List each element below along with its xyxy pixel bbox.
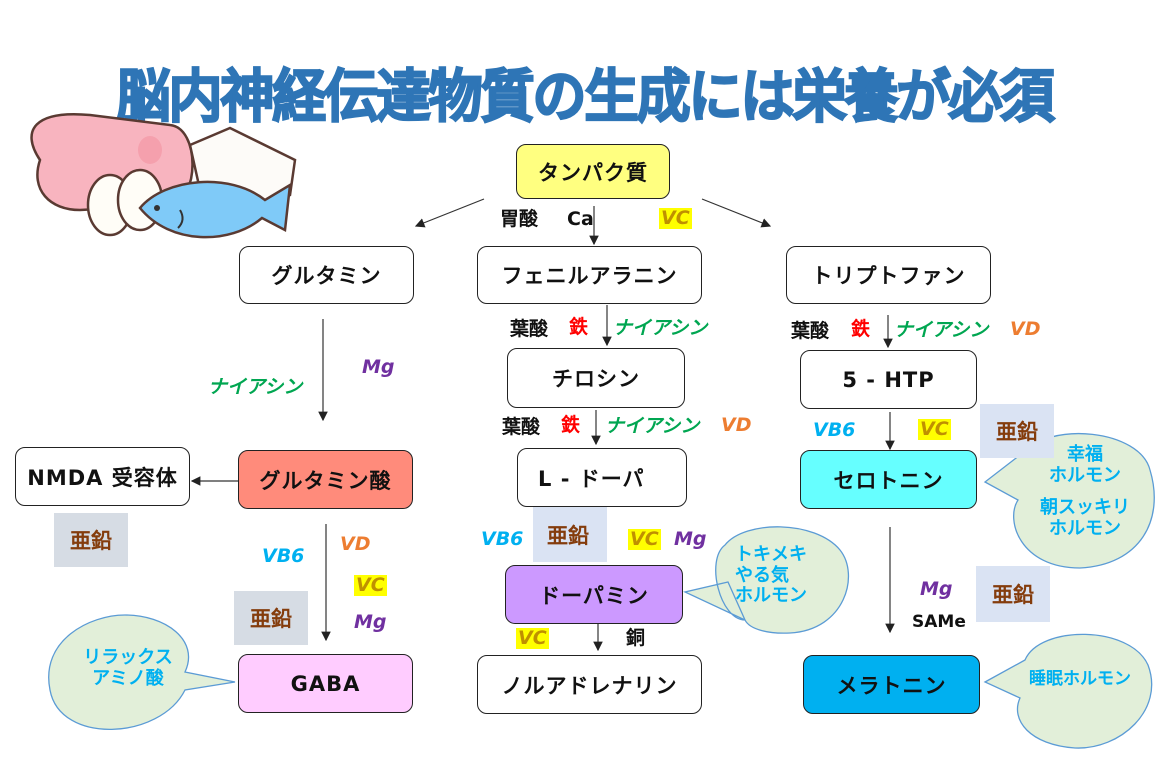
nutrient-vitamin-c: VC bbox=[354, 574, 387, 596]
nutrient-folic-acid: 葉酸 bbox=[502, 416, 541, 438]
nutrient-zinc: 亜鉛 bbox=[980, 404, 1054, 458]
nutrient-niacin: ナイアシン bbox=[605, 415, 700, 437]
bubble-line: ホルモン bbox=[735, 585, 807, 607]
nutrient-copper: 銅 bbox=[626, 627, 646, 649]
bubble-line: 睡眠ホルモン bbox=[1029, 669, 1131, 689]
nutrient-vitamin-b6: VB6 bbox=[262, 545, 305, 567]
nutrient-vitamin-d: VD bbox=[340, 533, 371, 555]
nutrient-same: SAMe bbox=[912, 612, 966, 632]
nutrient-zinc: 亜鉛 bbox=[976, 566, 1050, 622]
node-nmda-receptor: NMDA 受容体 bbox=[15, 447, 190, 506]
bubble-line: アミノ酸 bbox=[92, 667, 164, 689]
nutrient-vitamin-d: VD bbox=[721, 414, 752, 436]
nutrient-iron: 鉄 bbox=[561, 414, 581, 436]
nutrient-zinc: 亜鉛 bbox=[533, 507, 607, 562]
nutrient-niacin: ナイアシン bbox=[894, 319, 989, 341]
node-glutamate: グルタミン酸 bbox=[238, 450, 413, 509]
nutrient-magnesium: Mg bbox=[362, 356, 395, 378]
speech-bubble-dopamine bbox=[683, 526, 850, 634]
node-phenylalanine: フェニルアラニン bbox=[477, 246, 702, 304]
node-tryptophan: トリプトファン bbox=[786, 246, 991, 304]
nutrient-zinc: 亜鉛 bbox=[54, 513, 128, 567]
nutrient-niacin: ナイアシン bbox=[208, 376, 303, 398]
bubble-text-dopamine: トキメキ やる気 ホルモン bbox=[735, 544, 835, 607]
node-l-dopa: L - ドーパ bbox=[517, 448, 687, 507]
speech-bubble-melatonin bbox=[983, 633, 1153, 749]
node-5htp: 5 - HTP bbox=[800, 350, 977, 409]
nutrient-magnesium: Mg bbox=[674, 528, 707, 550]
fish-icon bbox=[138, 180, 292, 239]
nutrient-magnesium: Mg bbox=[354, 611, 387, 633]
nutrient-niacin: ナイアシン bbox=[613, 317, 708, 339]
bubble-text-serotonin: 幸福 ホルモン 朝スッキリ ホルモン bbox=[1025, 444, 1145, 540]
nutrient-vitamin-c: VC bbox=[918, 418, 951, 440]
bubble-text-melatonin: 睡眠ホルモン bbox=[1015, 669, 1145, 690]
bubble-line: トキメキ bbox=[735, 544, 807, 565]
bubble-line: やる気 bbox=[735, 564, 789, 586]
nutrient-magnesium: Mg bbox=[920, 578, 953, 600]
nutrient-folic-acid: 葉酸 bbox=[791, 320, 830, 342]
nutrient-iron: 鉄 bbox=[851, 318, 871, 340]
speech-bubble-serotonin bbox=[983, 432, 1155, 569]
nutrient-iron: 鉄 bbox=[569, 316, 589, 338]
nutrient-vitamin-b6: VB6 bbox=[813, 419, 856, 441]
bubble-line: ホルモン bbox=[1049, 464, 1121, 486]
node-dopamine: ドーパミン bbox=[505, 565, 683, 624]
bubble-text-gaba: リラックス アミノ酸 bbox=[68, 647, 188, 689]
nutrient-vitamin-c: VC bbox=[628, 528, 661, 550]
node-noradrenaline: ノルアドレナリン bbox=[477, 655, 702, 714]
nutrient-vitamin-b6: VB6 bbox=[481, 528, 524, 550]
node-serotonin: セロトニン bbox=[800, 450, 977, 509]
protein-foods-illustration bbox=[30, 112, 297, 239]
speech-bubble-gaba bbox=[48, 614, 236, 730]
nutrient-vitamin-c: VC bbox=[659, 207, 692, 229]
bubble-line: リラックス bbox=[83, 647, 173, 668]
node-glutamine: グルタミン bbox=[239, 246, 414, 304]
nutrient-calcium: Ca bbox=[567, 208, 594, 230]
nutrient-vitamin-d: VD bbox=[1010, 318, 1041, 340]
node-tyrosine: チロシン bbox=[507, 348, 685, 408]
node-protein: タンパク質 bbox=[516, 144, 670, 199]
bubble-line: 幸福 bbox=[1067, 444, 1103, 465]
nutrient-stomach-acid: 胃酸 bbox=[500, 208, 539, 230]
nutrient-zinc: 亜鉛 bbox=[234, 591, 308, 645]
node-melatonin: メラトニン bbox=[803, 655, 980, 714]
node-gaba: GABA bbox=[238, 654, 413, 713]
nutrient-folic-acid: 葉酸 bbox=[510, 318, 549, 340]
bubble-line: ホルモン bbox=[1049, 518, 1121, 540]
nutrient-vitamin-c: VC bbox=[516, 627, 549, 649]
page-title: 脳内神経伝達物質の生成には栄養が必須 bbox=[116, 63, 1056, 131]
bubble-line: 朝スッキリ bbox=[1040, 497, 1130, 519]
